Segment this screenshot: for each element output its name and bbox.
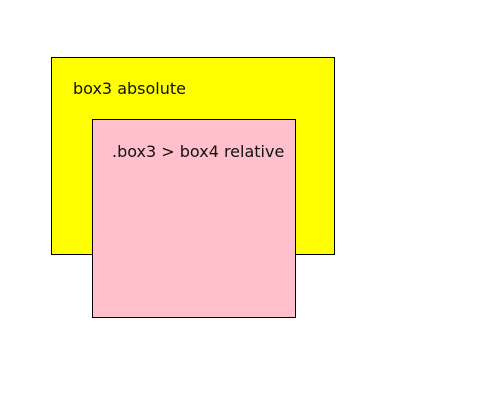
box4-label: .box3 > box4 relative [112, 142, 285, 161]
box3-label: box3 absolute [73, 79, 186, 98]
box4-relative: .box3 > box4 relative [92, 119, 296, 318]
